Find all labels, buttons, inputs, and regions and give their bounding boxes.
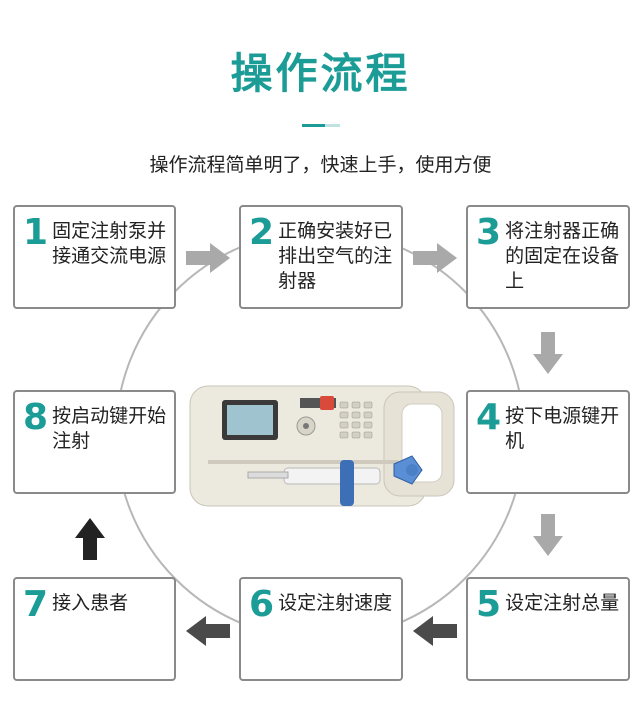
step-text: 固定注射泵并接通交流电源 xyxy=(52,220,167,267)
step-number: 8 xyxy=(23,397,49,438)
step-number: 7 xyxy=(23,584,49,625)
step-text: 正确安装好已排出空气的注射器 xyxy=(278,220,393,292)
step-text: 接入患者 xyxy=(52,592,129,614)
arrow-right-icon xyxy=(186,243,230,273)
step-5-box: 5 设定注射总量 xyxy=(466,577,630,681)
step-text: 将注射器正确的固定在设备上 xyxy=(505,220,620,292)
step-number: 4 xyxy=(476,397,502,438)
step-4-box: 4 按下电源键开机 xyxy=(466,390,630,494)
step-text: 按下电源键开机 xyxy=(505,405,620,452)
step-text: 按启动键开始注射 xyxy=(52,405,167,452)
page-title: 操作流程 xyxy=(230,49,411,98)
step-number: 6 xyxy=(249,584,275,625)
step-8-box: 8 按启动键开始注射 xyxy=(13,390,176,494)
step-text: 设定注射总量 xyxy=(505,592,620,614)
arrow-up-icon xyxy=(75,518,105,560)
step-number: 2 xyxy=(249,212,275,253)
arrow-right-icon xyxy=(413,243,457,273)
arrow-down-icon xyxy=(533,514,563,556)
step-number: 3 xyxy=(476,212,502,253)
step-6-box: 6 设定注射速度 xyxy=(239,577,403,681)
arrow-down-icon xyxy=(533,332,563,374)
step-3-box: 3 将注射器正确的固定在设备上 xyxy=(466,205,630,309)
arrow-left-icon xyxy=(186,616,230,646)
page-subtitle: 操作流程简单明了，快速上手，使用方便 xyxy=(149,154,492,176)
step-2-box: 2 正确安装好已排出空气的注射器 xyxy=(239,205,403,309)
step-1-box: 1 固定注射泵并接通交流电源 xyxy=(13,205,176,309)
step-number: 5 xyxy=(476,584,502,625)
syringe-pump-image xyxy=(189,385,455,507)
arrow-left-icon xyxy=(413,616,457,646)
step-7-box: 7 接入患者 xyxy=(13,577,176,681)
step-text: 设定注射速度 xyxy=(278,592,393,614)
title-underline xyxy=(302,124,340,127)
step-number: 1 xyxy=(23,212,49,253)
